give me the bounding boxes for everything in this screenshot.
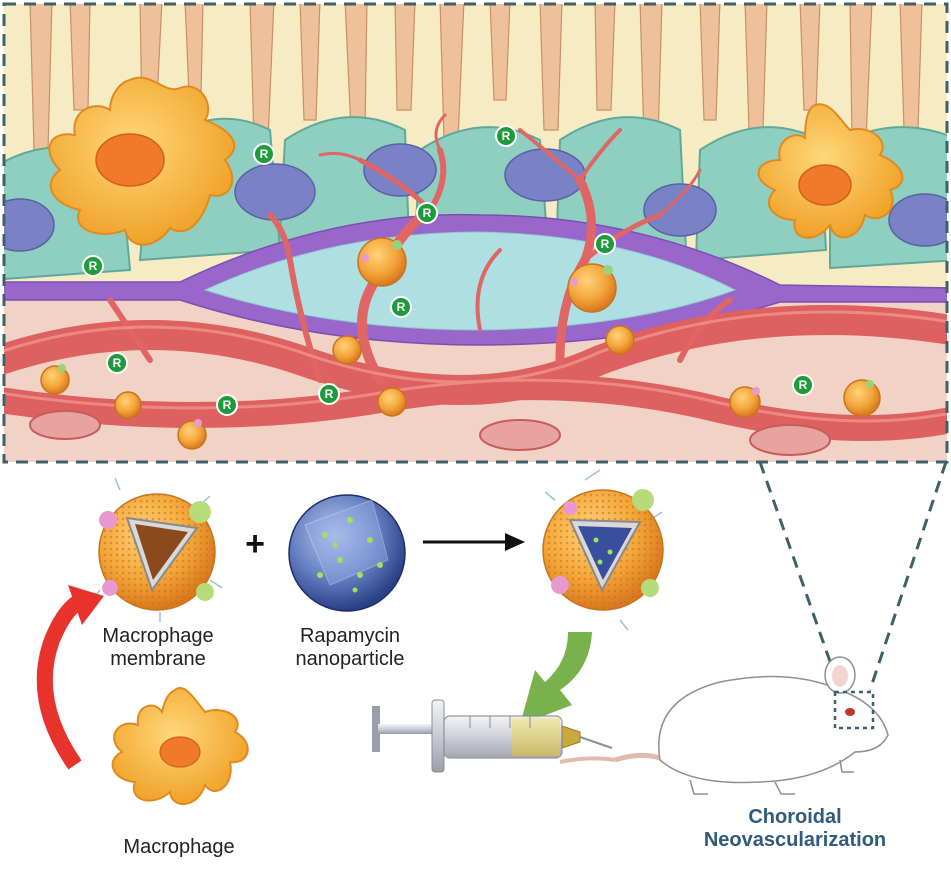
label-line: Neovascularization: [703, 829, 887, 851]
blood-vessels: [4, 113, 947, 441]
r-marker-letter: R: [223, 398, 232, 412]
r-marker-letter: R: [113, 356, 122, 370]
mouse-icon: [559, 656, 889, 795]
r-marker: R: [216, 394, 238, 416]
plus-sign: +: [245, 525, 265, 563]
macrophage-cell-icon: [111, 687, 249, 806]
tissue-macrophage-left: [48, 76, 236, 246]
membrane-coated-nanoparticle: [542, 469, 664, 631]
r-marker-letter: R: [260, 147, 269, 161]
label-rapamycin-nanoparticle: Rapamycin nanoparticle: [285, 625, 415, 671]
r-marker: R: [495, 125, 517, 147]
label-choroidal-neovascularization: Choroidal Neovascularization: [680, 806, 910, 852]
tissue-nanoparticle-proteins: [58, 240, 874, 427]
rapamycin-markers: R R R R R R R R R R: [82, 125, 814, 416]
r-marker: R: [106, 352, 128, 374]
r-marker: R: [253, 143, 275, 165]
r-marker: R: [792, 374, 814, 396]
r-marker-letter: R: [423, 206, 432, 220]
injection-arrow-icon: [520, 632, 592, 725]
label-macrophage: Macrophage: [104, 836, 254, 859]
r-marker: R: [82, 255, 104, 277]
label-line: membrane: [110, 648, 206, 670]
eye-zoom-box: [833, 690, 875, 730]
r-marker-letter: R: [397, 300, 406, 314]
arrow-right-icon: [423, 533, 525, 551]
zoom-connector-lines: [758, 461, 948, 691]
retina-tissue-panel: [4, 4, 947, 462]
label-line: Macrophage: [123, 836, 235, 858]
vessel-highlights: [4, 310, 947, 423]
r-marker-letter: R: [89, 259, 98, 273]
label-line: Rapamycin: [299, 625, 401, 647]
photoreceptors: [29, 4, 923, 151]
label-line: Macrophage: [102, 625, 214, 647]
macrophage-membrane-vesicle: [91, 477, 223, 622]
r-marker-letter: R: [502, 129, 511, 143]
curved-arrow-icon: [36, 585, 104, 770]
label-macrophage-membrane: Macrophage membrane: [98, 625, 218, 671]
r-marker-letter: R: [601, 237, 610, 251]
label-line: Choroidal: [748, 806, 842, 828]
r-marker: R: [318, 383, 340, 405]
r-marker: R: [594, 233, 616, 255]
syringe-icon: [372, 699, 613, 773]
r-marker-letter: R: [799, 378, 808, 392]
tissue-macrophage-right: [757, 103, 904, 239]
r-marker: R: [390, 296, 412, 318]
r-marker-letter: R: [325, 387, 334, 401]
zoom-frame: [2, 2, 949, 464]
vessel-loops: [29, 410, 831, 456]
rapamycin-nanoparticle-sphere: [288, 494, 406, 612]
label-line: nanoparticle: [295, 648, 405, 670]
r-marker: R: [416, 202, 438, 224]
tissue-nanoparticles: [40, 237, 881, 450]
